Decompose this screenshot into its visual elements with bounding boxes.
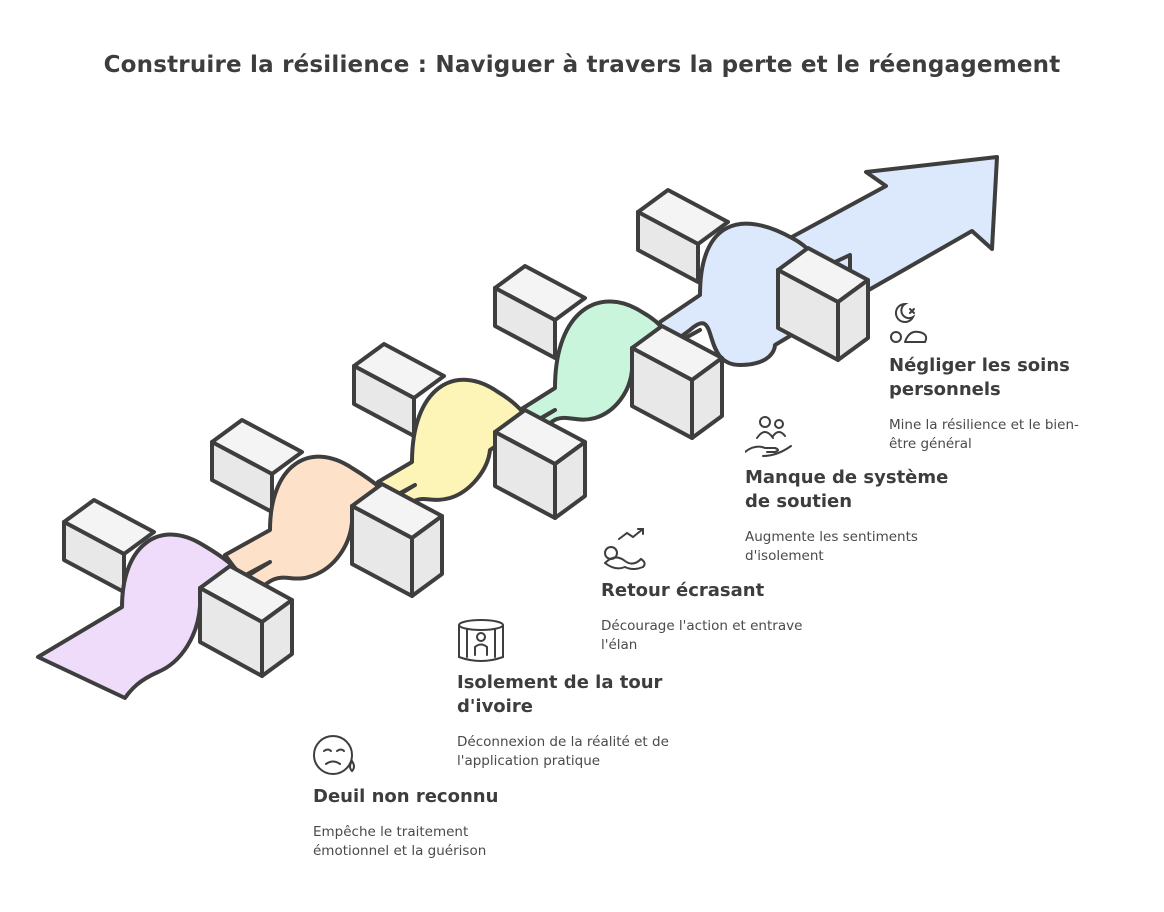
barrier-block-2-front <box>350 482 444 598</box>
barrier-block-3-back <box>352 342 446 438</box>
step-2-description: Déconnexion de la réalité et de l'applic… <box>457 734 669 769</box>
step-1-heading: Deuil non reconnu <box>313 786 499 807</box>
ivory-tower-person-icon <box>458 619 504 662</box>
barrier-block-5-front <box>776 246 870 362</box>
barrier-block-5-back <box>636 188 730 284</box>
barrier-block-4-back <box>493 264 587 360</box>
step-4: Manque de système de soutien Augmente le… <box>745 414 975 565</box>
overwhelmed-person-icon <box>604 528 646 570</box>
step-3-description: Décourage l'action et entrave l'élan <box>601 618 803 653</box>
step-3-heading: Retour écrasant <box>601 580 765 601</box>
support-hand-people-icon <box>745 416 792 457</box>
step-2-heading: Isolement de la tour d'ivoire <box>457 672 663 717</box>
step-5-heading: Négliger les soins personnels <box>889 355 1070 400</box>
crying-face-icon <box>313 735 355 775</box>
barrier-block-1-front <box>198 564 294 678</box>
diagram-title: Construire la résilience : Naviguer à tr… <box>103 52 1061 78</box>
step-4-description: Augmente les sentiments d'isolement <box>745 529 918 564</box>
ribbon-2 <box>223 454 417 597</box>
barrier-block-3-front <box>493 408 587 520</box>
step-5-description: Mine la résilience et le bien-être génér… <box>889 417 1079 452</box>
moon-rest-icon <box>890 302 928 343</box>
barrier-block-2-back <box>210 418 304 514</box>
step-4-heading: Manque de système de soutien <box>745 467 949 512</box>
step-1: Deuil non reconnu Empêche le traitement … <box>313 733 543 860</box>
barrier-block-4-front <box>630 324 724 440</box>
step-3: Retour écrasant Décourage l'action et en… <box>601 527 841 654</box>
step-5: Négliger les soins personnels Mine la ré… <box>889 302 1114 453</box>
step-2: Isolement de la tour d'ivoire Déconnexio… <box>457 619 707 770</box>
step-1-description: Empêche le traitement émotionnel et la g… <box>313 824 487 859</box>
